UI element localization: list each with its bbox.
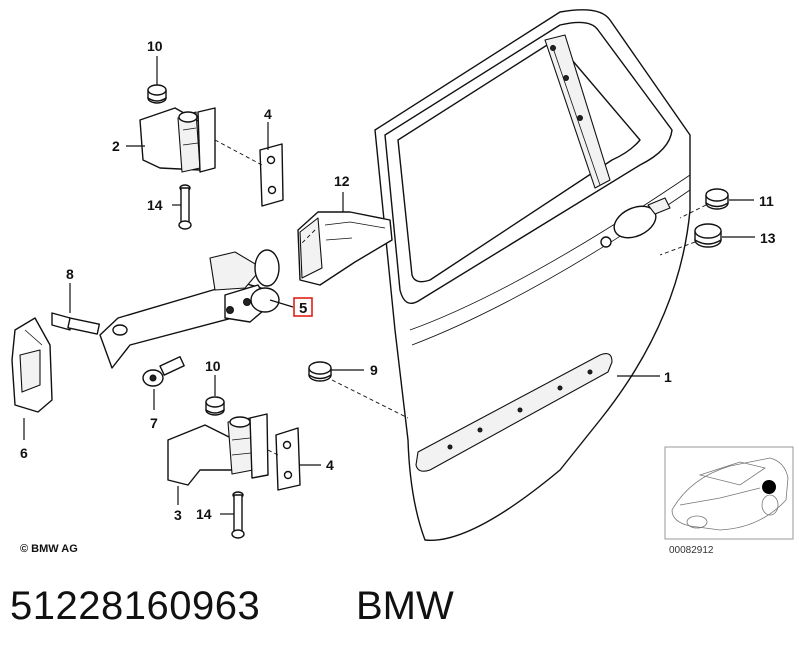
callout-10-lower: 10 <box>205 358 221 374</box>
door-check-boot <box>297 211 393 286</box>
callout-1: 1 <box>664 369 672 385</box>
callout-5: 5 <box>299 300 307 317</box>
callout-14-upper: 14 <box>147 197 163 213</box>
callout-12: 12 <box>334 173 350 189</box>
callout-5-highlight[interactable]: 5 <box>293 297 313 317</box>
callout-6: 6 <box>20 445 28 461</box>
grommet-9 <box>308 361 332 382</box>
part-number: 51228160963 <box>10 584 261 628</box>
hinge-mounting-bracket <box>11 317 53 413</box>
callout-14-lower: 14 <box>196 506 212 522</box>
location-marker-dot <box>762 480 776 494</box>
lower-hinge-nut <box>205 396 225 416</box>
callout-9: 9 <box>370 362 378 378</box>
upper-hinge-nut <box>147 84 167 104</box>
callout-4-lower: 4 <box>326 457 334 473</box>
lower-hinge-bolt <box>231 491 245 539</box>
brand-name: BMW <box>356 584 454 628</box>
upper-hinge-body <box>139 107 216 173</box>
check-strap-torx-bolt <box>142 356 185 387</box>
image-code-label: 00082912 <box>669 545 714 556</box>
lower-hinge-plate <box>275 427 301 491</box>
grommet-11 <box>705 188 729 210</box>
callout-10-upper: 10 <box>147 38 163 54</box>
callout-7: 7 <box>150 415 158 431</box>
vehicle-location-inset: 00082912 <box>664 446 794 556</box>
lower-hinge-body <box>167 413 269 486</box>
callout-13: 13 <box>760 230 776 246</box>
copyright-label: © BMW AG <box>20 543 78 555</box>
callout-3: 3 <box>174 507 182 523</box>
callout-8: 8 <box>66 266 74 282</box>
upper-hinge-bolt <box>178 184 192 230</box>
upper-hinge-plate <box>259 143 284 207</box>
leader-lines <box>23 56 755 515</box>
parts-diagram: 1 2 3 4 4 6 7 8 9 10 10 11 12 13 14 14 5… <box>11 9 794 556</box>
callout-2: 2 <box>112 138 120 154</box>
door-check-strap <box>99 249 280 369</box>
callout-11: 11 <box>759 193 774 209</box>
grommet-13 <box>694 223 722 248</box>
callout-4-upper: 4 <box>264 106 272 122</box>
check-strap-bolt <box>51 312 101 335</box>
rear-door-shell <box>374 9 691 541</box>
